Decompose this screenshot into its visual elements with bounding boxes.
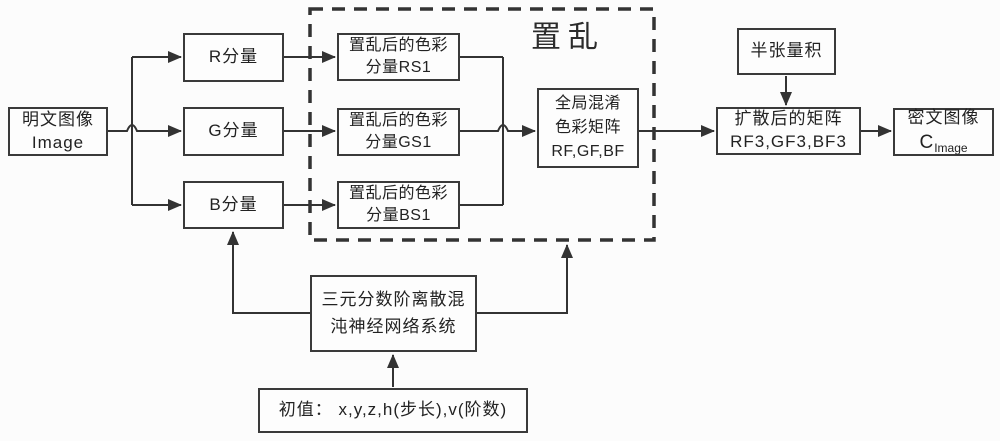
r-component-label: R分量 bbox=[208, 47, 259, 67]
g-component-node: G分量 bbox=[183, 107, 284, 156]
scramble-group-dashed-box bbox=[308, 7, 656, 242]
r-component-node: R分量 bbox=[183, 33, 284, 82]
global-mix-matrix-node: 全局混淆 色彩矩阵 RF,GF,BF bbox=[537, 88, 639, 168]
b-component-label: B分量 bbox=[209, 194, 258, 214]
semi-tensor-label: 半张量积 bbox=[750, 41, 823, 61]
initial-values-node: 初值： x,y,z,h(步长),v(阶数) bbox=[258, 388, 528, 433]
chaotic-neural-network-node: 三元分数阶离散混 沌神经网络系统 bbox=[310, 275, 477, 352]
diffused-line1: 扩散后的矩阵 bbox=[734, 109, 843, 129]
ciphertext-symbol-main: C bbox=[919, 132, 935, 154]
plaintext-label-cn: 明文图像 bbox=[22, 109, 94, 129]
scrambled-r-line1: 置乱后的色彩 bbox=[348, 37, 448, 55]
global-mix-line2: 色彩矩阵 bbox=[554, 119, 621, 136]
arrow-chaotic-to-scramblegroup bbox=[477, 244, 573, 314]
scrambled-g-line2: 分量GS1 bbox=[365, 134, 432, 151]
ciphertext-label-cn: 密文图像 bbox=[907, 108, 980, 128]
ciphertext-symbol: CImage bbox=[919, 130, 967, 156]
global-mix-line1: 全局混淆 bbox=[554, 95, 621, 112]
plaintext-label-en: Image bbox=[31, 132, 85, 152]
scrambled-r-line2: 分量RS1 bbox=[365, 59, 432, 76]
arrow-join-to-global bbox=[460, 124, 536, 137]
scrambled-b-line2: 分量BS1 bbox=[366, 207, 431, 224]
plaintext-image-node: 明文图像 Image bbox=[8, 107, 108, 156]
semi-tensor-product-node: 半张量积 bbox=[737, 28, 836, 75]
chaotic-line2: 沌神经网络系统 bbox=[330, 316, 457, 336]
ciphertext-symbol-subscript: Image bbox=[934, 141, 968, 156]
scrambled-b-node: 置乱后的色彩 分量BS1 bbox=[337, 181, 460, 229]
arrow-chaotic-to-bcomponent bbox=[227, 231, 310, 314]
b-component-node: B分量 bbox=[183, 181, 284, 229]
scrambled-r-node: 置乱后的色彩 分量RS1 bbox=[337, 33, 460, 81]
initial-values-label: 初值： x,y,z,h(步长),v(阶数) bbox=[278, 400, 508, 420]
arrow-plaintext-to-g bbox=[108, 124, 182, 137]
scrambled-g-line1: 置乱后的色彩 bbox=[348, 112, 448, 130]
scrambled-b-line1: 置乱后的色彩 bbox=[348, 185, 448, 203]
diffused-matrix-node: 扩散后的矩阵 RF3,GF3,BF3 bbox=[716, 107, 861, 155]
g-component-label: G分量 bbox=[208, 121, 259, 141]
scramble-group-label: 置乱 bbox=[531, 21, 605, 54]
chaotic-line1: 三元分数阶离散混 bbox=[321, 290, 466, 310]
ciphertext-image-node: 密文图像 CImage bbox=[893, 108, 994, 156]
diffused-line2: RF3,GF3,BF3 bbox=[730, 132, 847, 151]
scrambled-g-node: 置乱后的色彩 分量GS1 bbox=[337, 108, 460, 156]
global-mix-line3: RF,GF,BF bbox=[551, 143, 625, 160]
